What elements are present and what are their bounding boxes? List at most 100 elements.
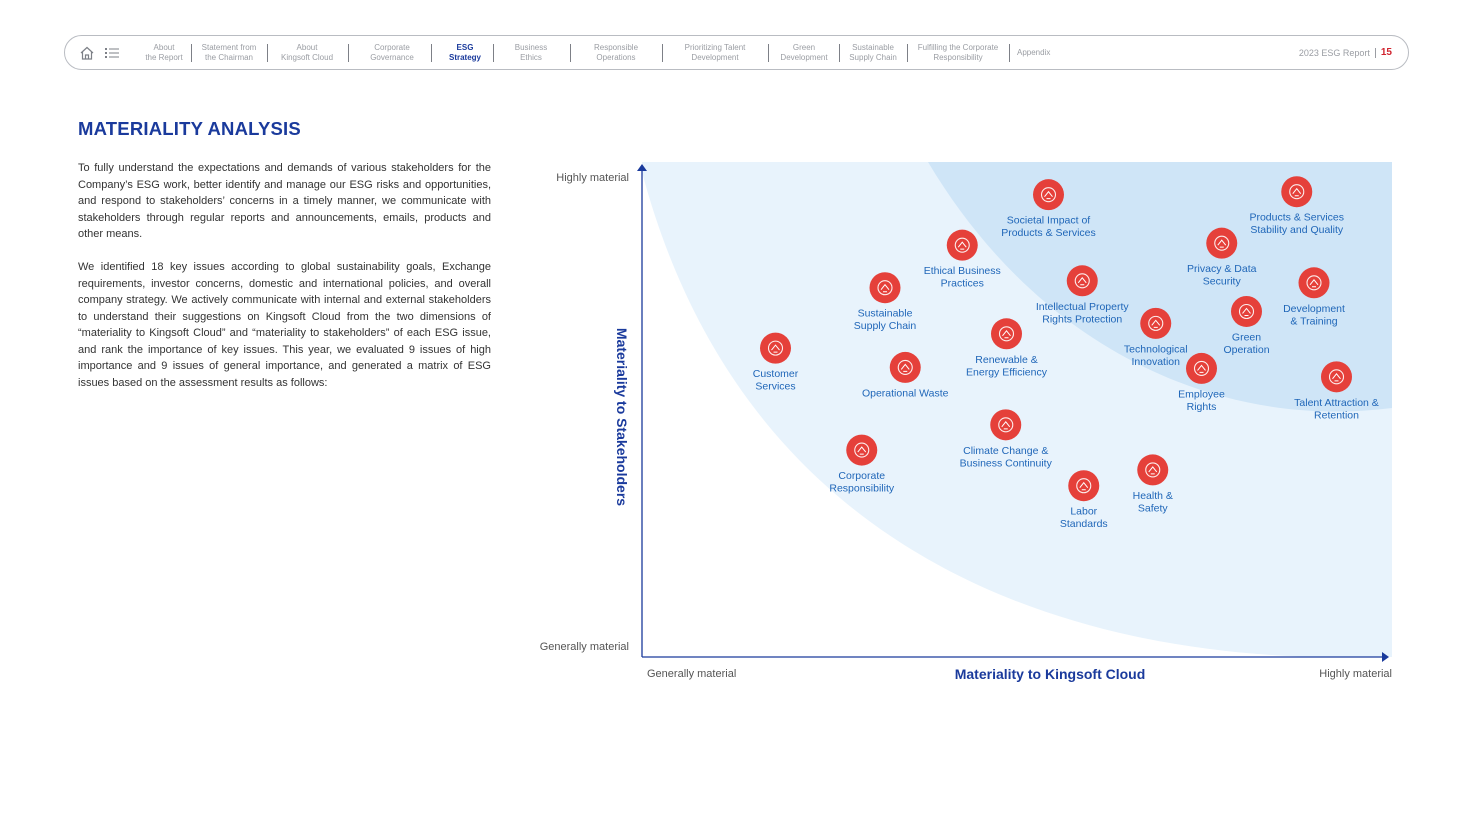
issue-point: Development& Training	[1283, 267, 1345, 327]
issue-marker	[1140, 307, 1172, 339]
nav-separator	[768, 44, 769, 62]
nav-tab-prioritizing-talent-development[interactable]: Prioritizing Talent Development	[684, 42, 746, 62]
issue-label: Intellectual Property	[1036, 301, 1130, 313]
talent-icon	[1328, 369, 1345, 385]
issue-label: Societal Impact of	[1007, 215, 1091, 227]
issue-label: Services	[755, 381, 795, 393]
quality-icon	[1289, 184, 1305, 200]
ethics-icon	[954, 237, 970, 253]
issue-point: Climate Change &Business Continuity	[960, 409, 1053, 469]
issue-marker	[1321, 361, 1352, 393]
issue-label: Energy Efficiency	[966, 366, 1048, 378]
y-tick-low: Generally material	[540, 641, 629, 653]
list-icon[interactable]	[104, 45, 120, 61]
green-icon	[1238, 303, 1255, 320]
nav-separator	[493, 44, 494, 62]
nav-separator	[1009, 44, 1010, 62]
nav-separator	[348, 44, 349, 62]
issue-label: Operation	[1223, 344, 1269, 356]
issue-marker	[889, 351, 921, 383]
nav-separator	[431, 44, 432, 62]
nav-tab-appendix[interactable]: Appendix	[1017, 47, 1051, 57]
issue-label: Renewable &	[975, 354, 1037, 366]
responsibility-icon	[854, 442, 870, 458]
issue-label: Labor	[1070, 506, 1097, 518]
nav-tab-about-the-report[interactable]: About the Report	[145, 42, 183, 62]
nav-tab-esg-strategy[interactable]: ESG Strategy	[448, 42, 481, 62]
top-navigation: About the Report Statement from the Chair…	[64, 35, 1409, 70]
nav-tab-green-development[interactable]: Green Development	[780, 42, 828, 62]
nav-tab-about-kingsoft-cloud[interactable]: About Kingsoft Cloud	[280, 42, 334, 62]
issue-label: Rights Protection	[1042, 313, 1122, 325]
issue-label: Development	[1283, 303, 1345, 315]
issue-marker	[1033, 179, 1064, 211]
issue-marker	[1206, 227, 1238, 259]
employee-icon	[1193, 360, 1210, 376]
energy-icon	[998, 326, 1015, 342]
issue-marker	[990, 409, 1022, 441]
x-axis-arrow	[1382, 652, 1389, 662]
issue-label: Security	[1203, 276, 1242, 288]
issue-label: Privacy & Data	[1187, 263, 1257, 275]
issue-label: Innovation	[1132, 356, 1181, 368]
nav-tab-sustainable-supply-chain[interactable]: Sustainable Supply Chain	[849, 42, 897, 62]
report-divider	[1374, 47, 1376, 58]
materiality-matrix-chart: Highly material Generally material Gener…	[540, 162, 1392, 682]
issue-label: Technological	[1124, 343, 1188, 355]
x-axis-title: Materiality to Kingsoft Cloud	[955, 666, 1146, 682]
y-tick-high: Highly material	[556, 172, 629, 184]
issue-label: Responsibility	[829, 483, 895, 495]
issue-label: Ethical Business	[924, 265, 1001, 277]
issue-label: Business Continuity	[960, 457, 1053, 469]
issue-point: Talent Attraction &Retention	[1294, 361, 1379, 421]
issue-label: Climate Change &	[963, 445, 1048, 457]
issue-marker	[869, 272, 901, 304]
ip-icon	[1074, 273, 1090, 289]
intro-paragraph: To fully understand the expectations and…	[78, 162, 491, 240]
methodology-paragraph: We identified 18 key issues according to…	[78, 261, 491, 389]
issue-label: Health &	[1133, 490, 1173, 502]
nav-tab-corporate-governance[interactable]: Corporate Governance	[370, 42, 414, 62]
issue-marker	[1066, 265, 1098, 297]
issue-label: Supply Chain	[854, 320, 917, 332]
x-tick-high: Highly material	[1319, 668, 1392, 680]
issue-label: Talent Attraction &	[1294, 397, 1379, 409]
y-axis-title: Materiality to Stakeholders	[614, 328, 630, 506]
nav-tab-fulfilling-the-corporate-responsibility[interactable]: Fulfilling the Corporate Responsibility	[917, 42, 999, 62]
supply-chain-icon	[877, 280, 893, 296]
nav-tab-business-ethics[interactable]: Business Ethics	[514, 42, 548, 62]
health-icon	[1145, 462, 1161, 478]
issue-marker	[1298, 267, 1330, 299]
training-icon	[1306, 275, 1322, 291]
issue-marker	[1137, 454, 1169, 486]
issue-marker	[1186, 352, 1217, 384]
privacy-icon	[1214, 235, 1230, 251]
issue-label: Corporate	[838, 470, 885, 482]
report-label: 2023 ESG Report	[1298, 47, 1370, 58]
nav-tab-responsible-operations[interactable]: Responsible Operations	[593, 42, 639, 62]
high-importance-zone	[928, 162, 1392, 412]
issue-marker	[1281, 176, 1313, 208]
nav-tab-statement-from-the-chairman[interactable]: Statement from the Chairman	[201, 42, 257, 62]
issue-label: & Training	[1290, 315, 1337, 327]
issue-label: Products & Services	[1249, 212, 1344, 224]
issue-marker	[760, 332, 791, 364]
issue-point: Operational Waste	[862, 351, 949, 399]
home-icon[interactable]	[79, 45, 95, 61]
issue-label: Sustainable	[858, 308, 913, 320]
society-icon	[1040, 187, 1057, 203]
nav-separator	[570, 44, 571, 62]
issue-label: Stability and Quality	[1250, 224, 1344, 236]
